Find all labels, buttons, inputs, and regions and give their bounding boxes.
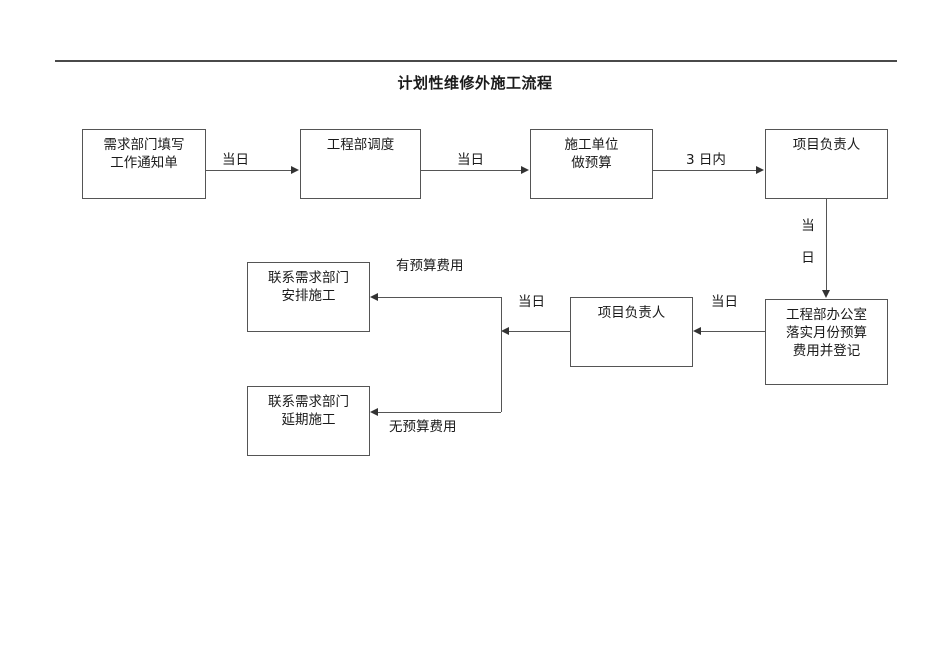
box-contractor-budget[interactable]: 施工单位 做预算 [530, 129, 653, 199]
connector-line-1 [206, 170, 292, 171]
connector-line-vertical-right [826, 199, 827, 291]
box-line: 工程部调度 [326, 137, 395, 153]
box-contact-arrange[interactable]: 联系需求部门 安排施工 [247, 262, 370, 332]
header-divider-rule [55, 60, 897, 62]
box-line: 安排施工 [281, 288, 336, 305]
box-line: 项目负责人 [597, 305, 666, 321]
arrowhead-left-3 [370, 292, 378, 301]
connector-line-5 [509, 331, 570, 332]
connector-line-3 [653, 170, 756, 171]
edge-label-same-day-1: 当日 [222, 152, 249, 168]
edge-label-same-day-vertical-2: 日 [801, 250, 815, 266]
arrowhead-left-4 [370, 407, 378, 416]
arrowhead-right-3 [756, 165, 764, 174]
box-line: 施工单位 [564, 137, 619, 153]
box-line: 需求部门填写 [103, 137, 185, 153]
arrowhead-left-2 [501, 326, 509, 335]
edge-label-has-budget: 有预算费用 [396, 258, 464, 274]
box-project-manager-2[interactable]: 项目负责人 [570, 297, 693, 367]
box-eng-office-budget[interactable]: 工程部办公室 落实月份预算 费用并登记 [765, 299, 888, 385]
box-project-manager-1[interactable]: 项目负责人 [765, 129, 888, 199]
box-line: 联系需求部门 [268, 270, 349, 286]
connector-line-has-budget [378, 297, 501, 298]
edge-label-same-day-4: 当日 [518, 294, 545, 310]
box-line: 延期施工 [281, 412, 336, 429]
arrowhead-down-1 [821, 290, 830, 298]
box-line: 工程部办公室 [786, 307, 867, 323]
edge-label-same-day-vertical-1: 当 [801, 218, 815, 234]
arrowhead-right-2 [521, 165, 529, 174]
box-line: 项目负责人 [792, 137, 861, 153]
box-eng-dispatch[interactable]: 工程部调度 [300, 129, 421, 199]
arrowhead-left-1 [693, 326, 701, 335]
box-line: 做预算 [571, 155, 612, 172]
edge-label-no-budget: 无预算费用 [389, 419, 457, 435]
connector-line-2 [421, 170, 521, 171]
box-line: 费用并登记 [792, 343, 861, 360]
edge-label-same-day-2: 当日 [457, 152, 484, 168]
arrowhead-right-1 [291, 165, 299, 174]
box-line: 落实月份预算 [786, 325, 867, 342]
page-title: 计划性维修外施工流程 [397, 74, 553, 92]
connector-line-no-budget [378, 412, 501, 413]
box-demand-dept-form[interactable]: 需求部门填写 工作通知单 [82, 129, 206, 199]
edge-label-within-3-days: 3 日内 [686, 152, 726, 168]
branch-trunk-vertical [501, 297, 502, 412]
edge-label-same-day-3: 当日 [711, 294, 738, 310]
connector-line-4 [701, 331, 765, 332]
box-contact-postpone[interactable]: 联系需求部门 延期施工 [247, 386, 370, 456]
box-line: 工作通知单 [110, 155, 178, 172]
box-line: 联系需求部门 [268, 394, 349, 410]
